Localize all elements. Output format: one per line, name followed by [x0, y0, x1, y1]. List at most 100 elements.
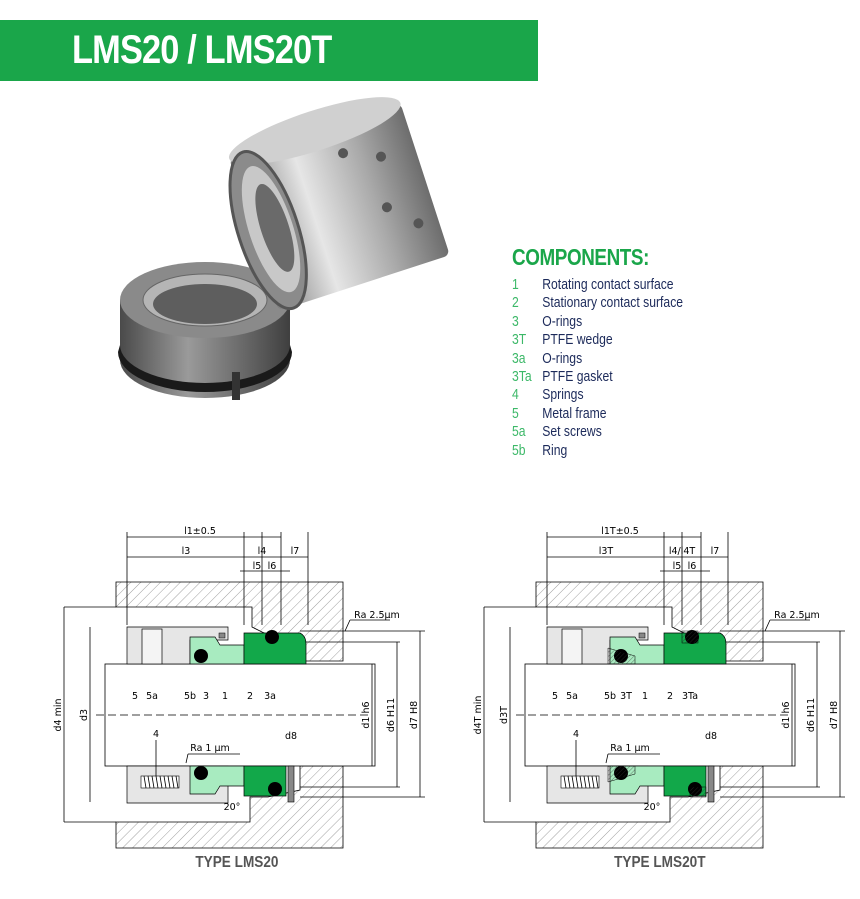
component-item: 2 Stationary contact surface	[512, 295, 683, 313]
caption-lms20: TYPE LMS20	[195, 854, 279, 871]
product-photo	[118, 97, 449, 400]
stationary-ring	[663, 632, 727, 665]
component-number: 1	[512, 277, 519, 293]
ra-inner-label: Ra 1 µm	[190, 743, 230, 754]
o-ring	[265, 630, 279, 644]
spring-coil	[175, 775, 179, 789]
component-number: 3	[512, 313, 519, 330]
component-label: O-rings	[542, 350, 583, 367]
set-screw	[561, 628, 583, 665]
part-label: 3a	[264, 691, 276, 702]
spring-coil	[591, 775, 595, 789]
page-title: LMS20 / LMS20T	[72, 28, 332, 72]
components-title: COMPONENTS:	[512, 244, 649, 270]
stationary-ring	[243, 632, 307, 665]
ra-inner-label: Ra 1 µm	[610, 743, 650, 754]
dim-l4: l4	[258, 546, 267, 557]
components-legend: COMPONENTS: 1 Rotating contact surface 2 St…	[512, 244, 716, 461]
part-label: 4	[153, 729, 159, 740]
ptfe-gasket	[681, 630, 699, 644]
dim-l6: l6	[268, 561, 277, 572]
part-label: 4	[573, 729, 579, 740]
pin	[707, 765, 715, 803]
component-number: 5b	[512, 442, 526, 459]
ra-leader	[344, 619, 351, 632]
spring-coil	[563, 775, 567, 789]
dim-d4: d4T min	[473, 696, 484, 735]
spring-coil	[575, 775, 579, 789]
spring-coil	[587, 775, 591, 789]
component-number: 3T	[512, 332, 527, 349]
dim-d8: d8	[285, 731, 297, 742]
o-ring	[268, 782, 282, 796]
component-label: Rotating contact surface	[542, 277, 674, 293]
spring-coil	[571, 775, 575, 789]
angle-label: 20°	[644, 802, 661, 813]
dim-l1: l1±0.5	[184, 526, 216, 537]
spring-coil	[595, 775, 599, 789]
dim-d3: d3T	[499, 706, 510, 724]
spring-coil	[579, 775, 583, 789]
dim-d1: d1 h6	[781, 701, 792, 728]
pin	[638, 632, 646, 639]
component-label: Stationary contact surface	[542, 295, 684, 312]
dim-l3: l3T	[599, 546, 614, 557]
dim-l7: l7	[291, 546, 300, 557]
spring-coil	[151, 775, 155, 789]
spring-coil	[171, 775, 175, 789]
component-number: 3a	[512, 350, 526, 367]
o-ring	[194, 649, 208, 663]
dim-l4: l4/l4T	[669, 546, 696, 557]
dim-d7: d7 H8	[829, 701, 840, 729]
dim-d1: d1 h6	[361, 701, 372, 728]
spring-coil	[159, 775, 163, 789]
title-banner: LMS20 / LMS20T	[0, 20, 538, 81]
component-label: O-rings	[542, 313, 583, 330]
part-label: 2	[247, 691, 253, 702]
component-item: 5b Ring	[512, 443, 683, 461]
angle-label: 20°	[224, 802, 241, 813]
dim-d7: d7 H8	[409, 701, 420, 729]
pin	[287, 765, 295, 803]
spring-coil	[167, 775, 171, 789]
dim-l7: l7	[711, 546, 720, 557]
component-number: 5	[512, 405, 519, 422]
ra-leader	[185, 753, 189, 764]
dim-l3: l3	[182, 546, 191, 557]
component-item: 4 Springs	[512, 387, 683, 405]
component-number: 2	[512, 295, 519, 312]
spring-coil	[583, 775, 587, 789]
ptfe-gasket	[689, 786, 707, 798]
spring-coil	[147, 775, 151, 789]
component-item: 3a O-rings	[512, 351, 683, 369]
spring-coil	[567, 775, 571, 789]
component-label: Metal frame	[542, 405, 607, 422]
spring-coil	[143, 775, 147, 789]
component-number: 4	[512, 387, 519, 404]
part-label: 5b	[184, 691, 196, 702]
dim-l1: l1T±0.5	[601, 526, 639, 537]
set-screw	[141, 628, 163, 665]
component-number: 3Ta	[512, 368, 532, 385]
part-label: 3Ta	[682, 691, 698, 702]
ptfe-wedge	[607, 765, 636, 783]
component-item: 5 Metal frame	[512, 406, 683, 424]
component-label: Ring	[542, 442, 568, 459]
part-label: 5a	[566, 691, 578, 702]
ra-outer-label: Ra 2.5µm	[354, 610, 400, 621]
part-label: 3	[203, 691, 209, 702]
dim-d8: d8	[705, 731, 717, 742]
dim-d6: d6 H11	[806, 698, 817, 732]
part-label: 1	[222, 691, 228, 702]
component-label: Set screws	[542, 424, 602, 441]
ra-leader	[764, 619, 771, 632]
ra-outer-label: Ra 2.5µm	[774, 610, 820, 621]
caption-lms20t: TYPE LMS20T	[614, 854, 706, 871]
spring-coil	[163, 775, 167, 789]
part-label: 1	[642, 691, 648, 702]
component-label: Springs	[542, 387, 584, 404]
